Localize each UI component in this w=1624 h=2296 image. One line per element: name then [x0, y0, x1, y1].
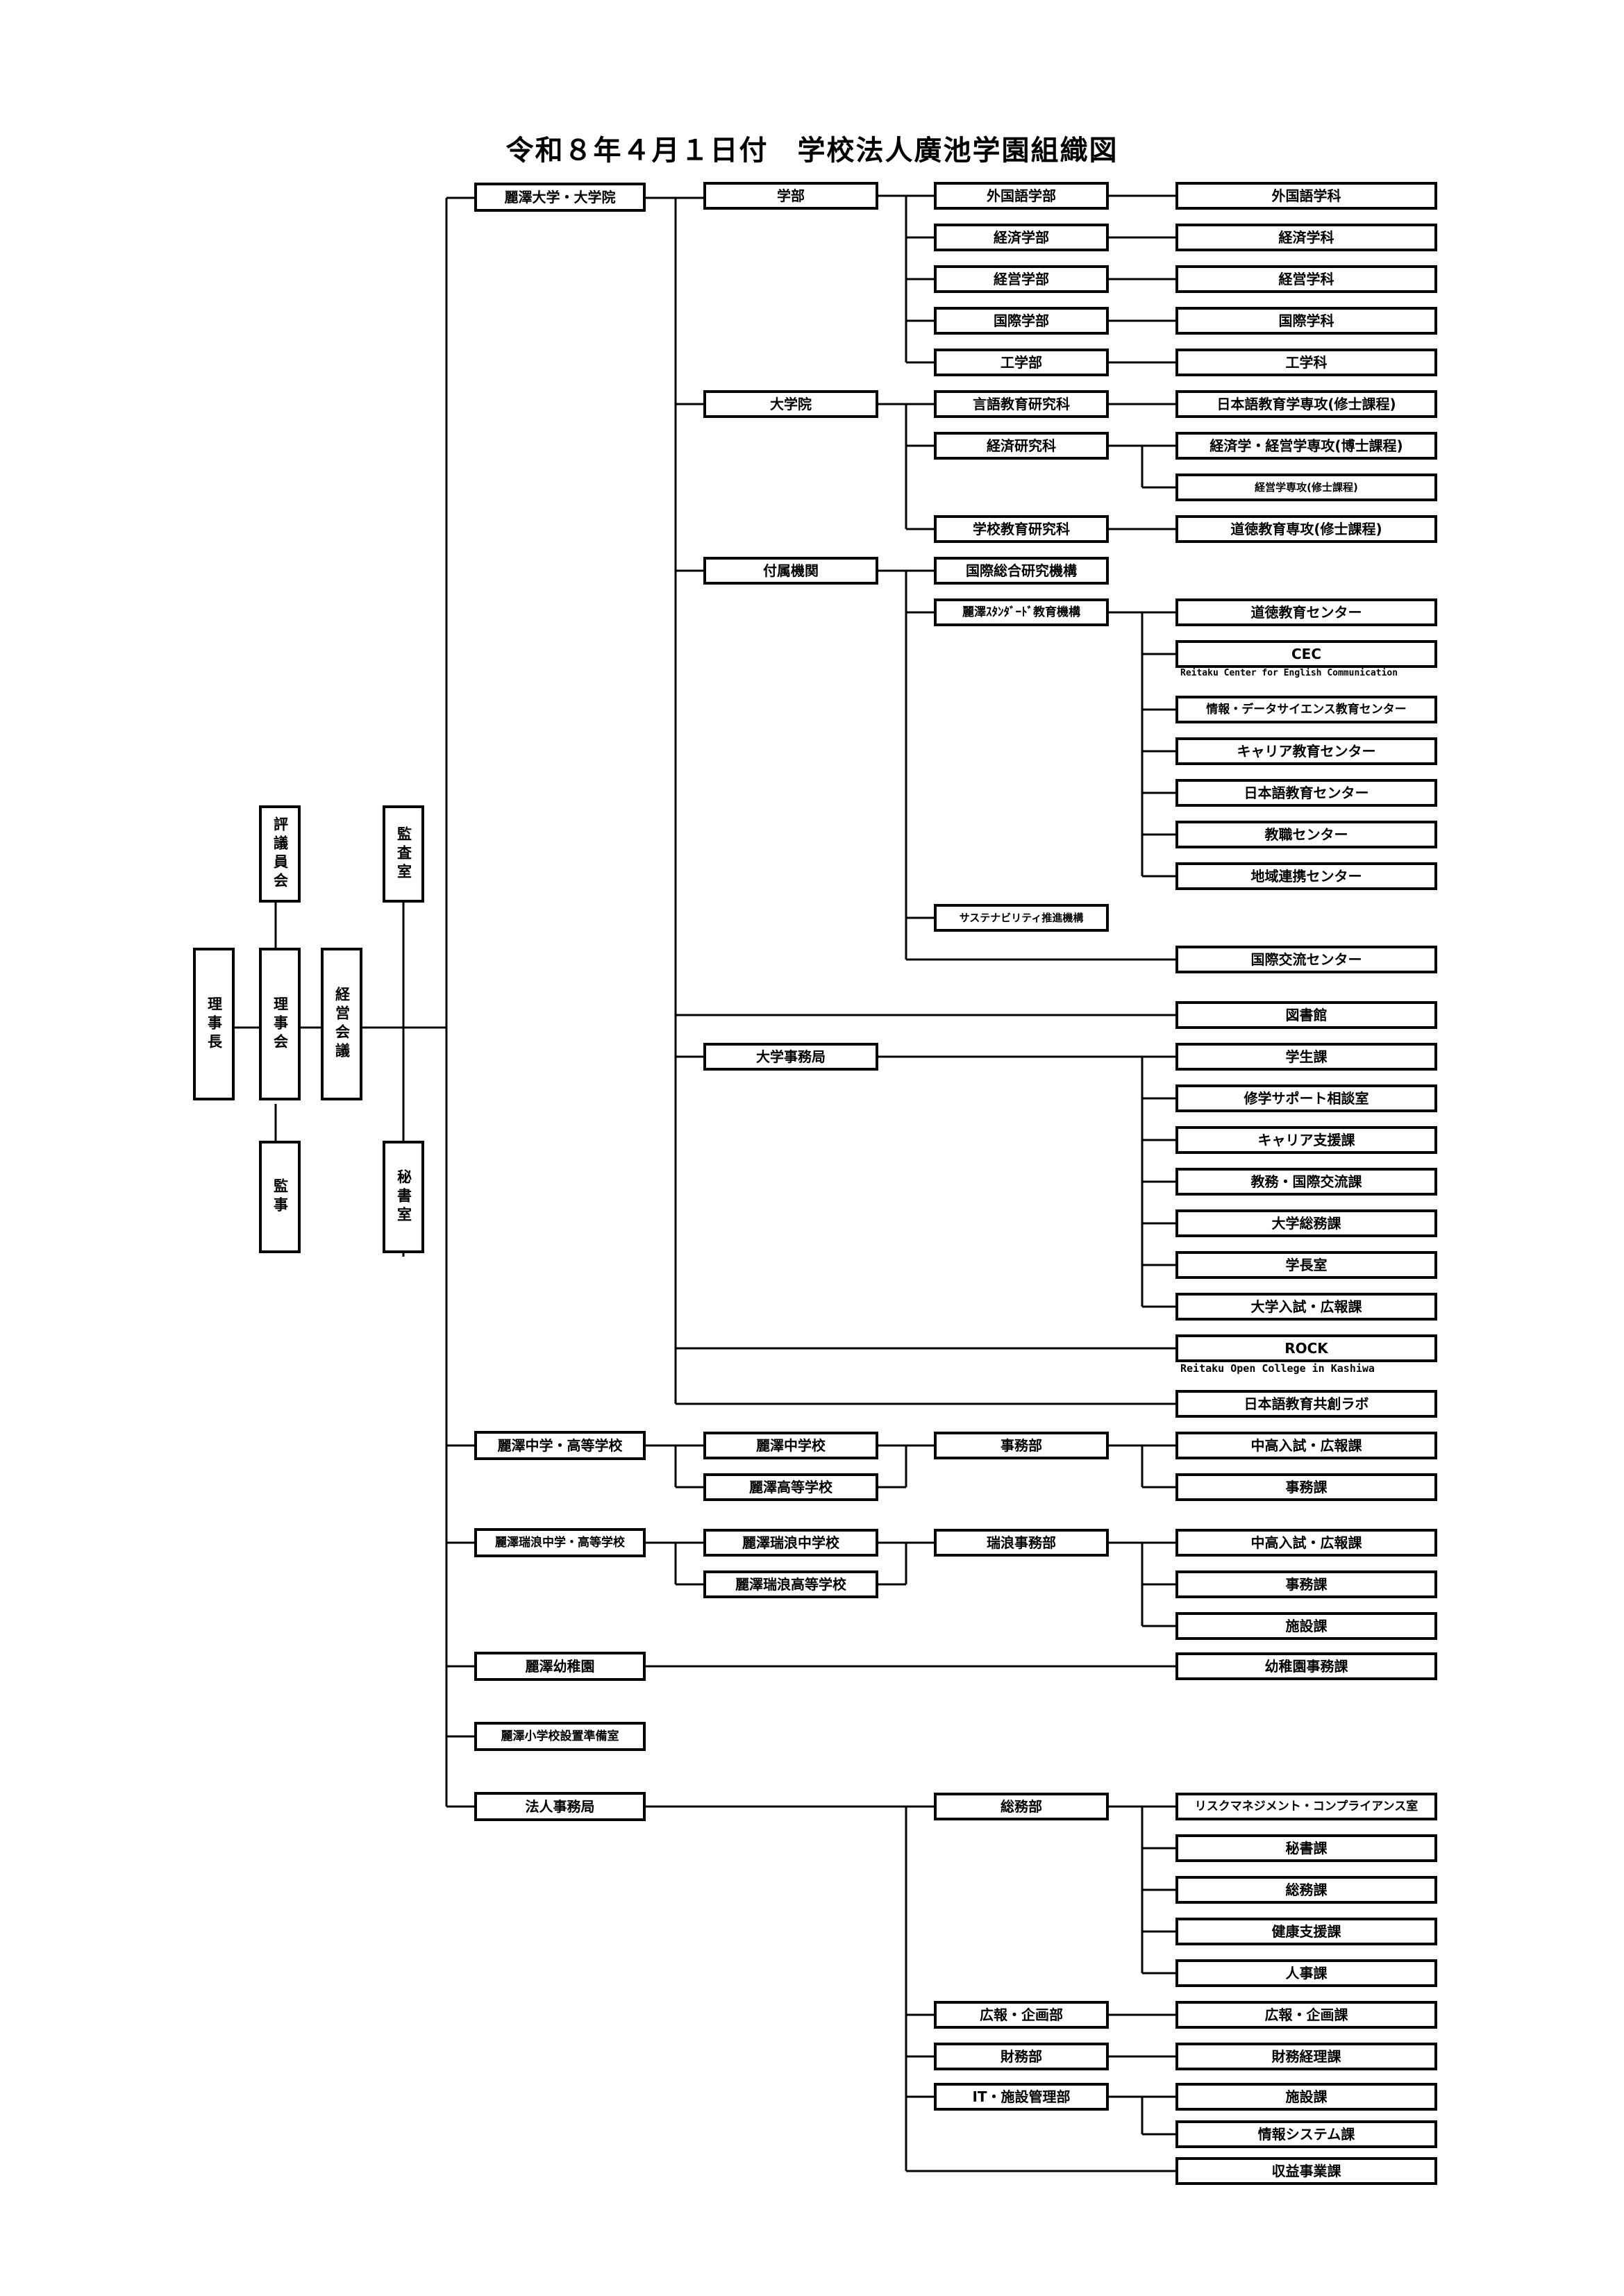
- box-hs-unit: 事務課: [1175, 1473, 1437, 1501]
- box-somu-unit: 健康支援課: [1175, 1918, 1437, 1945]
- box-corp: 法人事務局: [474, 1792, 646, 1821]
- box-grad-major: 道徳教育専攻(修士課程): [1175, 515, 1437, 543]
- box-standard-center: キャリア教育センター: [1175, 737, 1437, 765]
- box-zaimu: 財務部: [934, 2043, 1109, 2070]
- box-jimu-unit: 学生課: [1175, 1043, 1437, 1071]
- box-kokusai-koryu: 国際交流センター: [1175, 946, 1437, 973]
- box-standard-center: 道徳教育センター: [1175, 598, 1437, 626]
- box-mizunami-school: 麗澤瑞浪中学校: [703, 1529, 878, 1557]
- box-koho-unit: 広報・企画課: [1175, 2001, 1437, 2029]
- box-cec: CEC: [1175, 640, 1437, 668]
- box-kanji: 監事: [259, 1141, 301, 1253]
- box-hs: 麗澤中学・高等学校: [474, 1431, 646, 1460]
- box-shueki: 収益事業課: [1175, 2157, 1437, 2185]
- cec-subtitle: Reitaku Center for English Communication: [1180, 668, 1398, 678]
- box-faculty: 経済学部: [934, 224, 1109, 251]
- box-rijikai: 理事会: [259, 948, 301, 1100]
- box-somu: 総務部: [934, 1793, 1109, 1820]
- box-kinder-unit: 幼稚園事務課: [1175, 1652, 1437, 1680]
- page-title: 令和８年４月１日付 学校法人廣池学園組織図: [505, 135, 1119, 167]
- box-library: 図書館: [1175, 1001, 1437, 1029]
- box-kansashitsu: 監査室: [383, 805, 424, 903]
- box-jimu-unit: 大学入試・広報課: [1175, 1293, 1437, 1321]
- box-department: 工学科: [1175, 349, 1437, 376]
- box-jimukyoku: 大学事務局: [703, 1043, 878, 1071]
- box-mizunami: 麗澤瑞浪中学・高等学校: [474, 1528, 646, 1557]
- box-keiei-kaigi: 経営会議: [321, 948, 362, 1100]
- box-grad-school: 言語教育研究科: [934, 390, 1109, 418]
- box-zaimu-unit: 財務経理課: [1175, 2043, 1437, 2070]
- box-jimu-unit: 大学総務課: [1175, 1209, 1437, 1237]
- box-mizunami-school: 麗澤瑞浪高等学校: [703, 1570, 878, 1598]
- box-grad-major: 経営学専攻(修士課程): [1175, 474, 1437, 501]
- box-hyogiinkai: 評議員会: [259, 805, 301, 903]
- box-rijicho: 理事長: [193, 948, 235, 1100]
- box-hs-unit: 中高入試・広報課: [1175, 1432, 1437, 1459]
- box-mizunami-unit: 事務課: [1175, 1570, 1437, 1598]
- box-department: 外国語学科: [1175, 182, 1437, 210]
- box-hishoshitsu: 秘書室: [383, 1141, 424, 1253]
- box-somu-unit: 人事課: [1175, 1959, 1437, 1987]
- box-department: 国際学科: [1175, 307, 1437, 335]
- box-faculty: 工学部: [934, 349, 1109, 376]
- box-jimu-unit: キャリア支援課: [1175, 1126, 1437, 1154]
- box-mizunami-unit: 施設課: [1175, 1612, 1437, 1640]
- box-gakubu: 学部: [703, 182, 878, 210]
- box-hs-office: 事務部: [934, 1432, 1109, 1459]
- box-hs-school: 麗澤中学校: [703, 1432, 878, 1459]
- box-standard-center: 情報・データサイエンス教育センター: [1175, 696, 1437, 723]
- box-fuzoku: 付属機関: [703, 557, 878, 585]
- box-department: 経済学科: [1175, 224, 1437, 251]
- box-grad-school: 学校教育研究科: [934, 515, 1109, 543]
- box-daigakuin: 大学院: [703, 390, 878, 418]
- box-somu-unit: 秘書課: [1175, 1834, 1437, 1862]
- box-kokusai-sogo: 国際総合研究機構: [934, 557, 1109, 585]
- box-standard-center: 日本語教育センター: [1175, 779, 1437, 807]
- box-grad-major: 日本語教育学専攻(修士課程): [1175, 390, 1437, 418]
- box-mizunami-unit: 中高入試・広報課: [1175, 1529, 1437, 1557]
- box-sustainability: サステナビリティ推進機構: [934, 904, 1109, 932]
- box-somu-unit: リスクマネジメント・コンプライアンス室: [1175, 1793, 1437, 1820]
- box-grad-school: 経済研究科: [934, 432, 1109, 460]
- box-nihongo-lab: 日本語教育共創ラボ: [1175, 1390, 1437, 1418]
- box-jimu-unit: 教務・国際交流課: [1175, 1168, 1437, 1196]
- box-faculty: 国際学部: [934, 307, 1109, 335]
- box-it: IT・施設管理部: [934, 2083, 1109, 2111]
- box-mizunami-office: 瑞浪事務部: [934, 1529, 1109, 1557]
- box-standard: 麗澤ｽﾀﾝﾀﾞｰﾄﾞ教育機構: [934, 598, 1109, 626]
- box-standard-center: 地域連携センター: [1175, 862, 1437, 890]
- box-standard-center: 教職センター: [1175, 821, 1437, 848]
- box-grad-major: 経済学・経営学専攻(博士課程): [1175, 432, 1437, 460]
- box-department: 経営学科: [1175, 265, 1437, 293]
- box-jimu-unit: 学長室: [1175, 1251, 1437, 1279]
- box-elem: 麗澤小学校設置準備室: [474, 1722, 646, 1751]
- box-it-unit: 施設課: [1175, 2083, 1437, 2111]
- box-jimu-unit: 修学サポート相談室: [1175, 1084, 1437, 1112]
- box-faculty: 経営学部: [934, 265, 1109, 293]
- rock-subtitle: Reitaku Open College in Kashiwa: [1180, 1362, 1375, 1375]
- box-hs-school: 麗澤高等学校: [703, 1473, 878, 1501]
- box-it-unit: 情報システム課: [1175, 2120, 1437, 2148]
- box-koho: 広報・企画部: [934, 2001, 1109, 2029]
- box-univ: 麗澤大学・大学院: [474, 183, 646, 212]
- box-rock: ROCK: [1175, 1334, 1437, 1362]
- box-somu-unit: 総務課: [1175, 1876, 1437, 1904]
- box-kinder: 麗澤幼稚園: [474, 1652, 646, 1681]
- box-faculty: 外国語学部: [934, 182, 1109, 210]
